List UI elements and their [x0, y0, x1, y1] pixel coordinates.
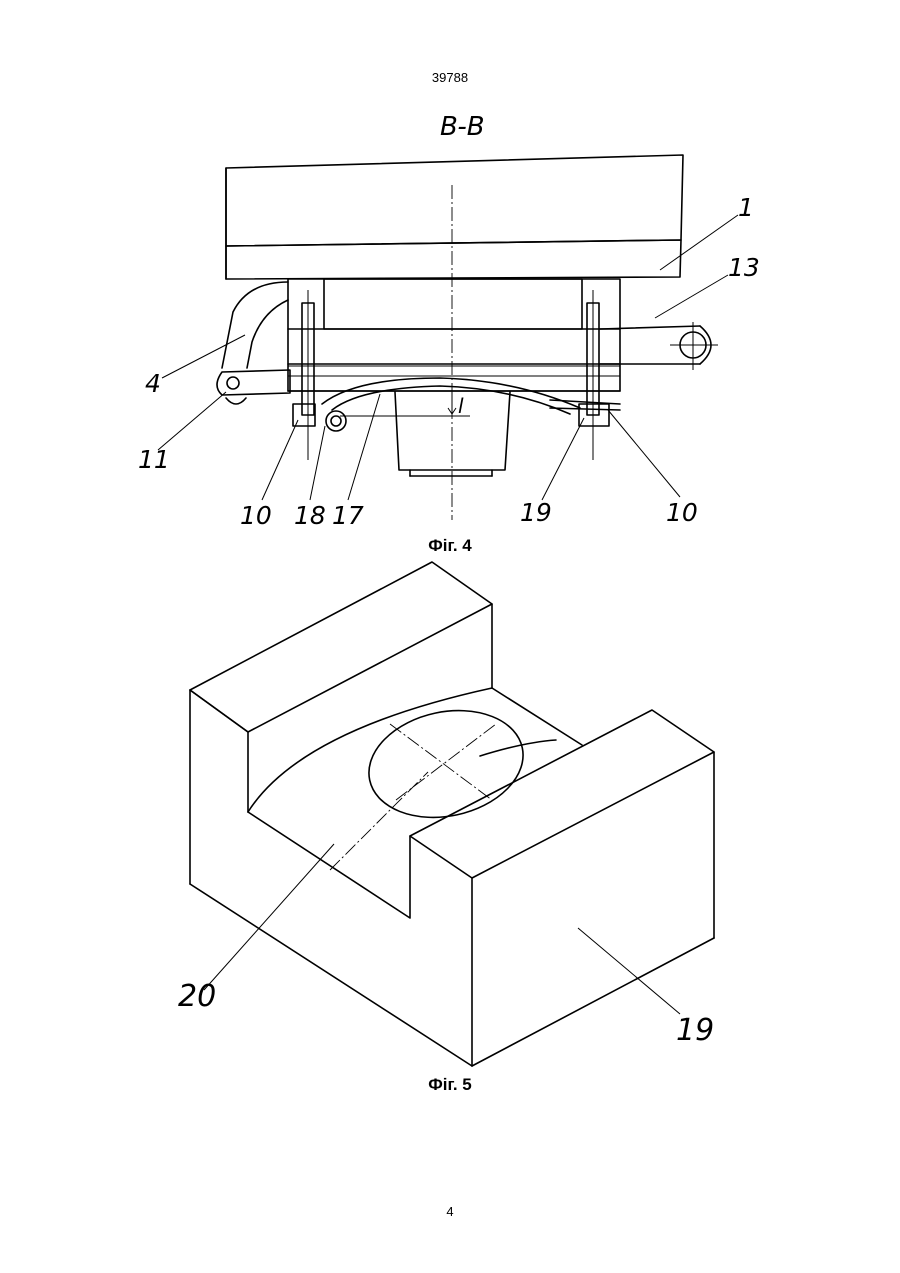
right-post: [410, 710, 714, 1066]
label-4: 4: [145, 369, 161, 398]
channel-cradle: [248, 688, 582, 918]
label-19: 19: [520, 498, 552, 527]
spring-plate-17: [322, 378, 620, 431]
label-17: 17: [332, 501, 364, 530]
leader-20: [204, 844, 334, 990]
label-1: 1: [738, 193, 754, 222]
label-18: 18: [294, 501, 326, 530]
label-19-fig5: 19: [676, 1013, 714, 1048]
lever-4: [217, 282, 290, 404]
gap-label: l: [458, 394, 464, 418]
figure-4: B-B: [138, 112, 760, 530]
tool-cup: l: [340, 392, 510, 476]
leader-lines-fig4: [158, 215, 738, 500]
left-post: [190, 562, 492, 884]
label-20: 20: [178, 979, 216, 1014]
label-10-left: 10: [240, 501, 272, 530]
page-number: 4: [0, 1204, 900, 1219]
part-1-body: [226, 155, 683, 279]
bolt-left: [293, 290, 315, 460]
figure-5-caption: Фіг. 5: [0, 1075, 900, 1095]
base: [190, 884, 472, 1066]
section-label: B-B: [440, 112, 485, 142]
figure-5: 20 19: [178, 562, 714, 1066]
label-13: 13: [728, 253, 760, 282]
rod-13: [600, 322, 718, 370]
housing-block: [288, 279, 620, 391]
label-10-right: 10: [666, 498, 698, 527]
figure-4-caption: Фіг. 4: [0, 536, 900, 556]
label-11: 11: [138, 445, 170, 474]
bolt-right: [579, 290, 609, 460]
